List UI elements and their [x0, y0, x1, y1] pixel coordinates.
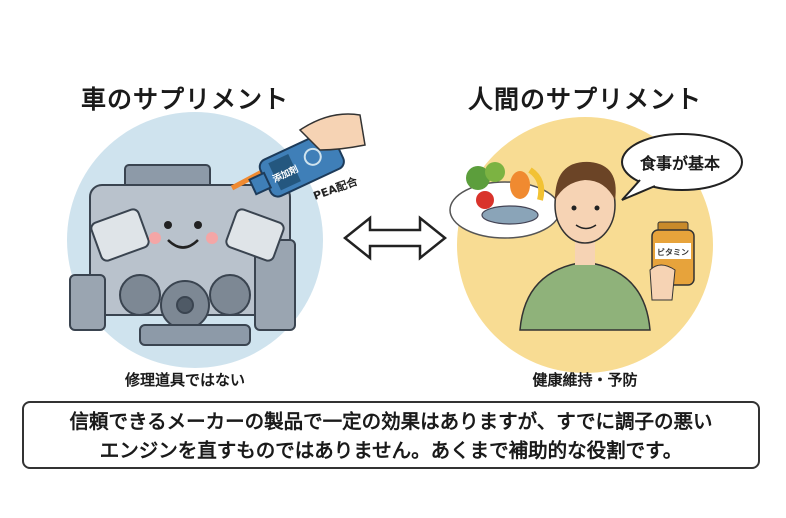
hand — [298, 113, 366, 151]
speech-bubble — [621, 133, 743, 201]
left-title: 車のサプリメント — [80, 85, 290, 114]
engine-illustration — [69, 164, 296, 346]
vitamin-label: ビタミン — [657, 247, 689, 257]
double-arrow-icon — [342, 215, 448, 261]
gear-icon — [303, 147, 322, 166]
speech-text: 食事が基本 — [640, 154, 721, 173]
food-plate — [449, 162, 561, 239]
fish — [481, 205, 539, 225]
vitamin-bottle: ビタミン — [649, 221, 695, 301]
additive-bottle: 添加剤 PEA配合 — [230, 113, 366, 203]
right-caption: 健康維持・予防 — [532, 371, 638, 389]
explanation-line-2: エンジンを直すものではありません。あくまで補助的な役割です。 — [99, 439, 683, 462]
explanation-box: 信頼できるメーカーの製品で一定の効果はありますが、すでに調子の悪い エンジンを直… — [22, 401, 760, 469]
explanation-line-1: 信頼できるメーカーの製品で一定の効果はありますが、すでに調子の悪い — [69, 410, 713, 433]
person-illustration — [519, 161, 651, 331]
right-title: 人間のサプリメント — [467, 85, 703, 114]
left-caption: 修理道具ではない — [124, 371, 246, 389]
engine-face — [149, 221, 218, 249]
